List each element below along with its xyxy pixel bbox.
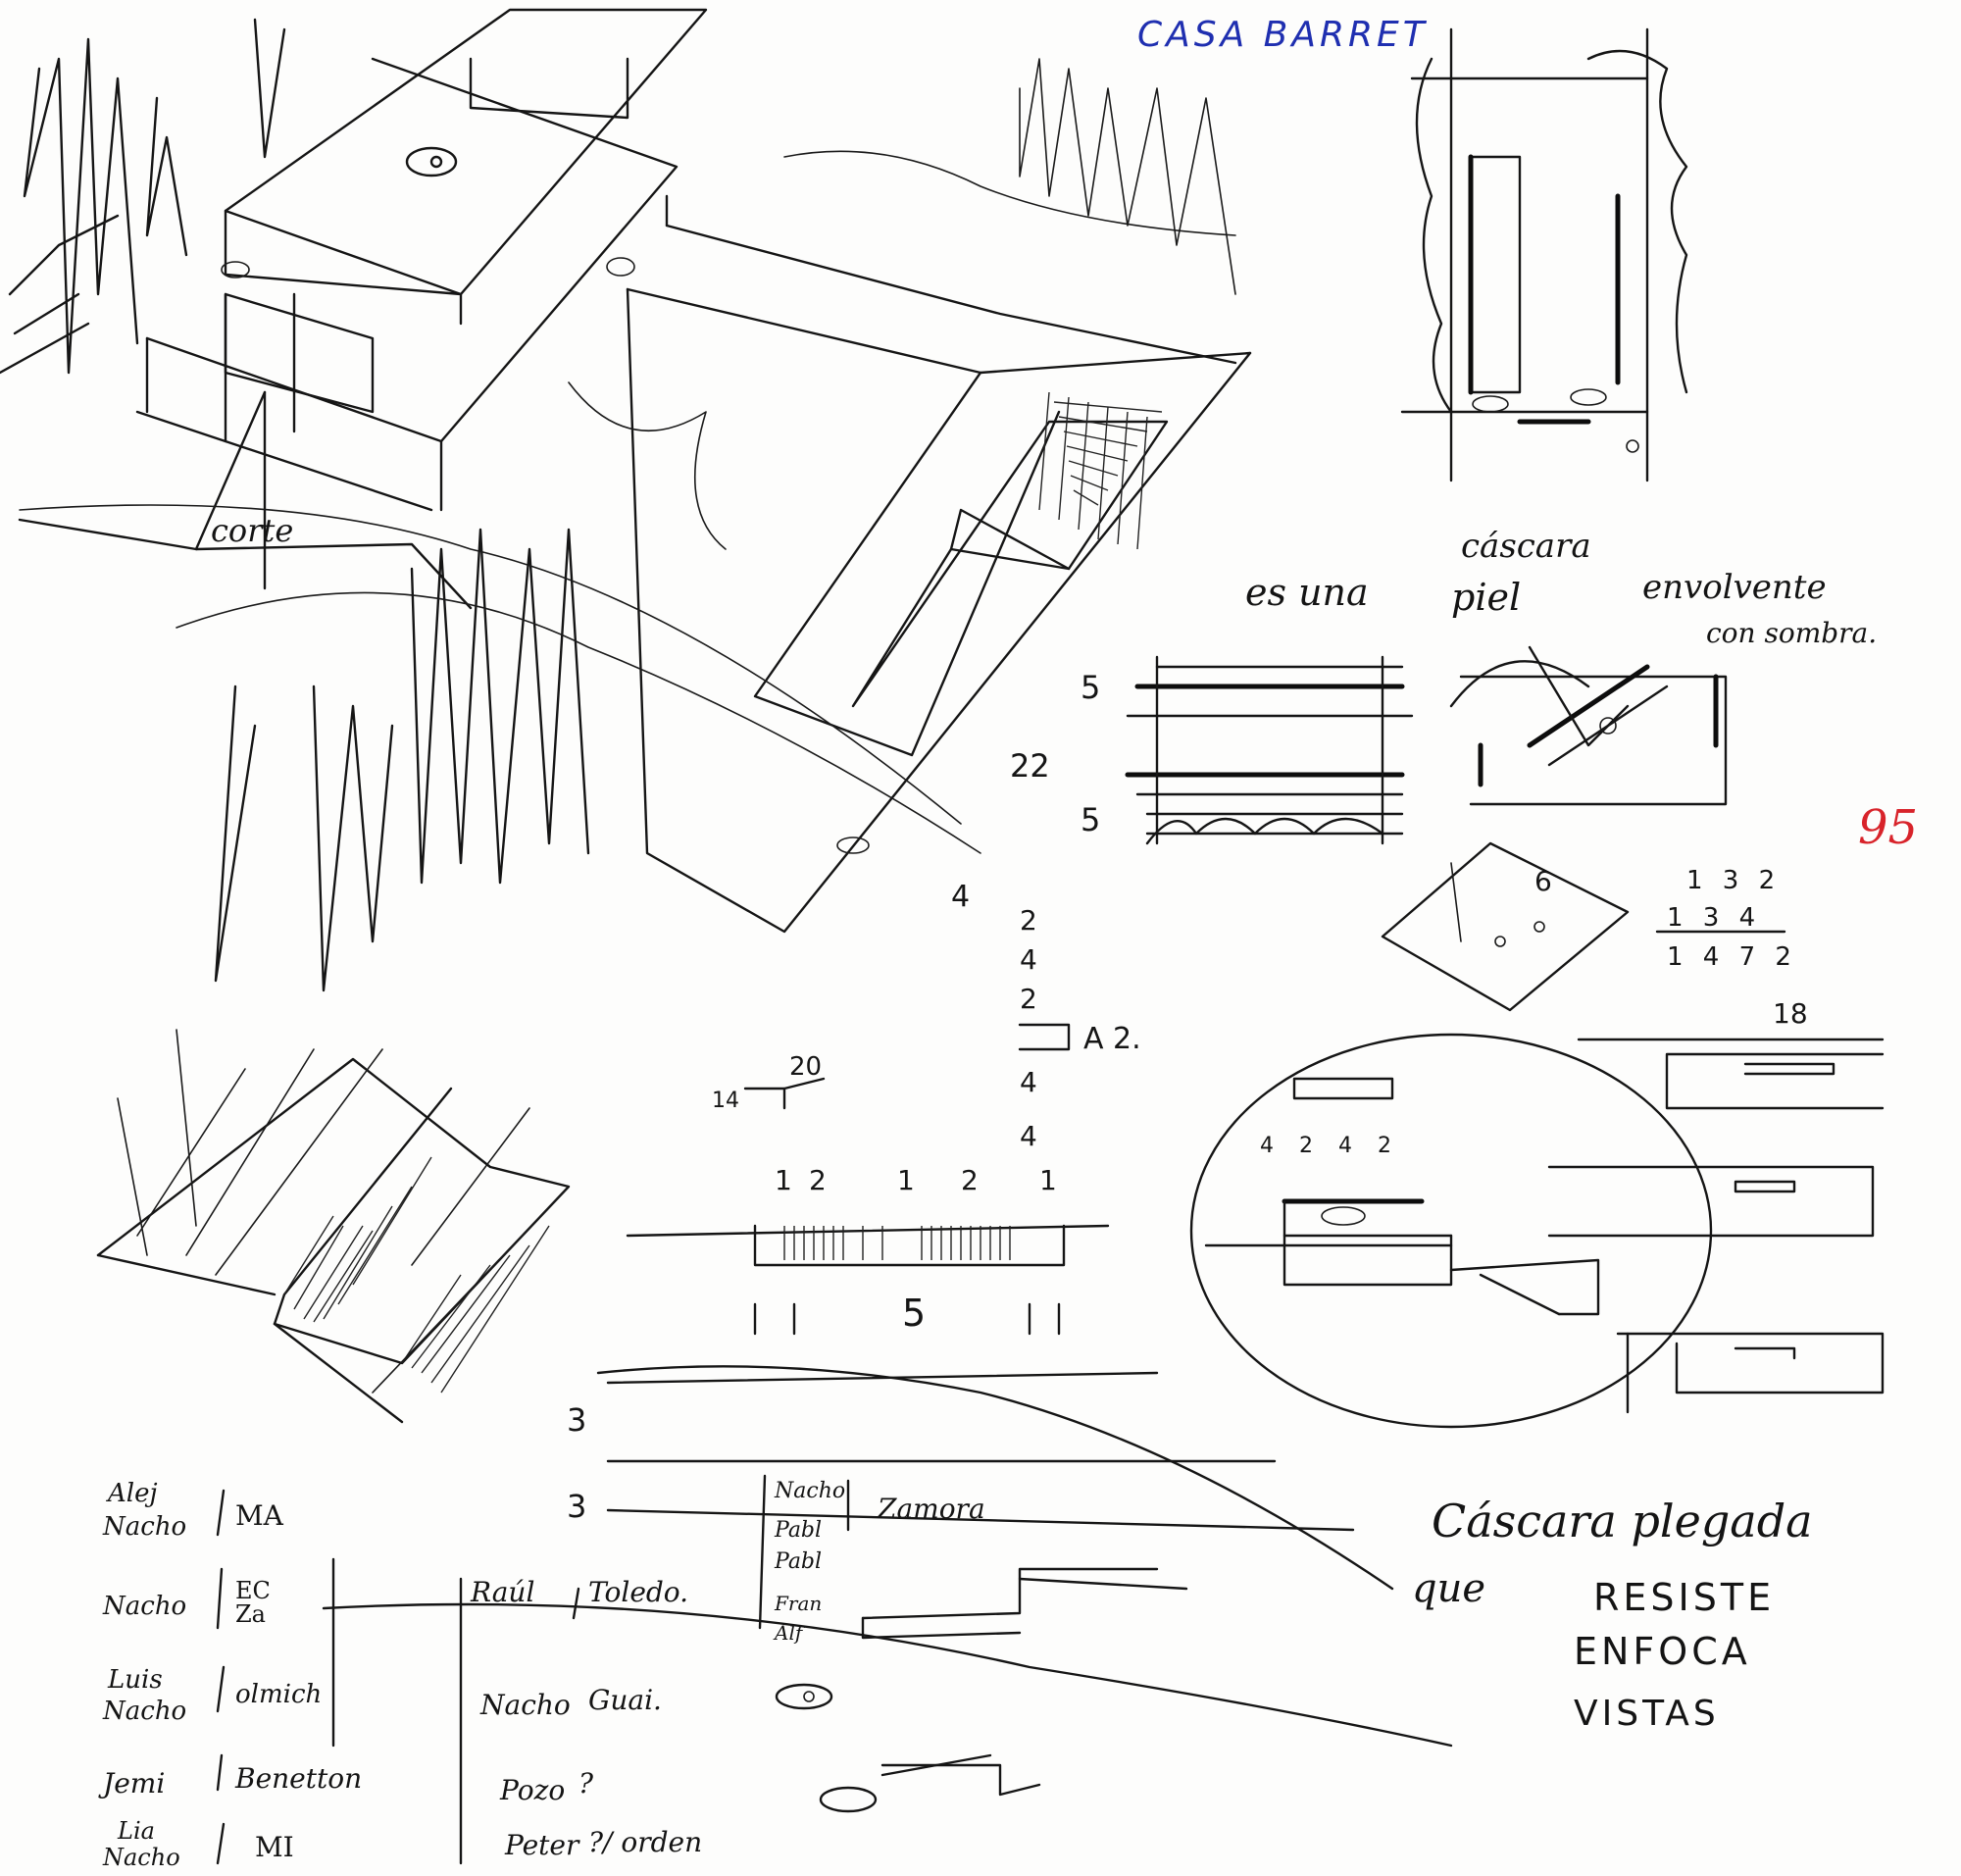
annotation-cascara-plegada: Cáscara plegada bbox=[1432, 1495, 1813, 1547]
sketch-title: CASA BARRET bbox=[1137, 15, 1429, 55]
assignment-list-left: Alej Nacho MA Nacho EC Za Luis Nacho olm… bbox=[98, 1481, 392, 1873]
stack-number: 4 bbox=[1020, 943, 1037, 976]
annotation-que: que bbox=[1412, 1566, 1486, 1611]
assignment-middle-place: ? bbox=[578, 1767, 594, 1800]
top-left-volume-sketch bbox=[18, 8, 708, 610]
annotation-es-una: es una bbox=[1245, 571, 1369, 614]
grass-strokes-left bbox=[0, 18, 286, 375]
dimension-5-bottom: 5 bbox=[1081, 801, 1101, 838]
assignment-right-name: Pabl bbox=[775, 1549, 823, 1574]
assignment-middle-names: Peter bbox=[505, 1829, 579, 1861]
stack-number: 4 bbox=[1020, 1120, 1037, 1152]
assignment-place: MA bbox=[235, 1499, 283, 1532]
dimension-3-a: 3 bbox=[567, 1401, 587, 1439]
stack-number: 2 bbox=[1020, 983, 1037, 1015]
assignment-names: Lia bbox=[118, 1817, 155, 1845]
assignment-names: Nacho bbox=[103, 1512, 187, 1542]
assignment-names: Nacho bbox=[103, 1844, 180, 1871]
top-mark: 1 bbox=[1039, 1164, 1057, 1196]
assignment-right-name: Nacho bbox=[775, 1479, 846, 1503]
assignment-right-place: Zamora bbox=[878, 1493, 985, 1525]
assignment-middle-place: Guai. bbox=[588, 1684, 662, 1716]
layered-section-sketch bbox=[1125, 655, 1414, 845]
dimension-22: 22 bbox=[1010, 747, 1050, 785]
top-mark: 1 bbox=[775, 1164, 792, 1196]
dimension-5-top: 5 bbox=[1081, 669, 1101, 706]
dimension-5-center: 5 bbox=[902, 1292, 927, 1335]
annotation-enfoca: ENFOCA bbox=[1574, 1630, 1751, 1673]
annotation-piel: piel bbox=[1451, 576, 1522, 619]
dimension-4: 4 bbox=[951, 880, 971, 914]
annotation-vistas: VISTAS bbox=[1574, 1694, 1720, 1734]
page-number: 95 bbox=[1858, 800, 1919, 855]
assignment-right-name: Alf bbox=[775, 1621, 803, 1645]
assignment-middle-names: Pozo bbox=[500, 1774, 566, 1806]
top-mark: 1 bbox=[897, 1164, 915, 1196]
annotation-corte: corte bbox=[211, 512, 294, 549]
sum-row: 1 3 2 bbox=[1686, 866, 1782, 895]
folded-roof-sketch bbox=[96, 1029, 571, 1424]
assignment-names: Luis bbox=[108, 1665, 163, 1695]
top-middle-volume-sketch bbox=[568, 194, 1252, 934]
assignment-place: MI bbox=[255, 1831, 294, 1863]
annotation-resiste: RESISTE bbox=[1593, 1576, 1776, 1619]
sum-row: 1 4 7 2 bbox=[1667, 942, 1797, 972]
circle-mark: 2 bbox=[1378, 1134, 1391, 1158]
sum-row: 1 3 4 bbox=[1667, 903, 1762, 933]
assignment-right-name: Fran bbox=[775, 1592, 823, 1615]
assignment-middle-names: Raúl bbox=[471, 1576, 535, 1608]
circle-mark: 2 bbox=[1299, 1134, 1313, 1158]
assignment-right-name: Pabl bbox=[775, 1518, 823, 1543]
stack-number: 2 bbox=[1020, 904, 1037, 937]
dimension-3-b: 3 bbox=[567, 1488, 587, 1525]
circle-mark: 4 bbox=[1338, 1134, 1352, 1158]
annotation-envolvente: envolvente bbox=[1642, 568, 1827, 607]
assignment-list-lines bbox=[216, 1474, 850, 1865]
stack-number: 4 bbox=[1020, 1066, 1037, 1098]
assignment-place: Benetton bbox=[235, 1762, 363, 1795]
assignment-place: EC Za bbox=[235, 1577, 271, 1628]
assignment-names: Nacho bbox=[103, 1592, 187, 1621]
top-mark: 2 bbox=[809, 1164, 827, 1196]
dimension-14: 14 bbox=[712, 1089, 739, 1113]
assignment-middle-names: Nacho bbox=[480, 1689, 571, 1721]
top-mark: 2 bbox=[961, 1164, 979, 1196]
dimension-6: 6 bbox=[1534, 865, 1552, 897]
assignment-names: Alej bbox=[108, 1479, 158, 1508]
assignment-middle-place: ?/ orden bbox=[588, 1826, 703, 1858]
annotation-con-sombra: con sombra. bbox=[1706, 617, 1878, 649]
circle-mark: 4 bbox=[1260, 1134, 1274, 1158]
assignment-names: Jemi bbox=[103, 1767, 166, 1800]
assignment-names: Nacho bbox=[103, 1697, 187, 1726]
assignment-place: olmich bbox=[235, 1680, 323, 1709]
grass-strokes-middle bbox=[19, 58, 1236, 992]
dimension-20: 20 bbox=[789, 1052, 823, 1082]
dimension-18: 18 bbox=[1773, 997, 1808, 1030]
shell-section-sketch bbox=[1381, 645, 1728, 1012]
circled-detail-sketch bbox=[1189, 1033, 1885, 1429]
assignment-middle-place: Toledo. bbox=[588, 1576, 689, 1608]
annotation-cascara: cáscara bbox=[1461, 527, 1591, 566]
top-right-plan-sketch bbox=[1400, 27, 1688, 482]
center-section-sketch bbox=[322, 1023, 1453, 1813]
section-label: A 2. bbox=[1083, 1022, 1141, 1056]
